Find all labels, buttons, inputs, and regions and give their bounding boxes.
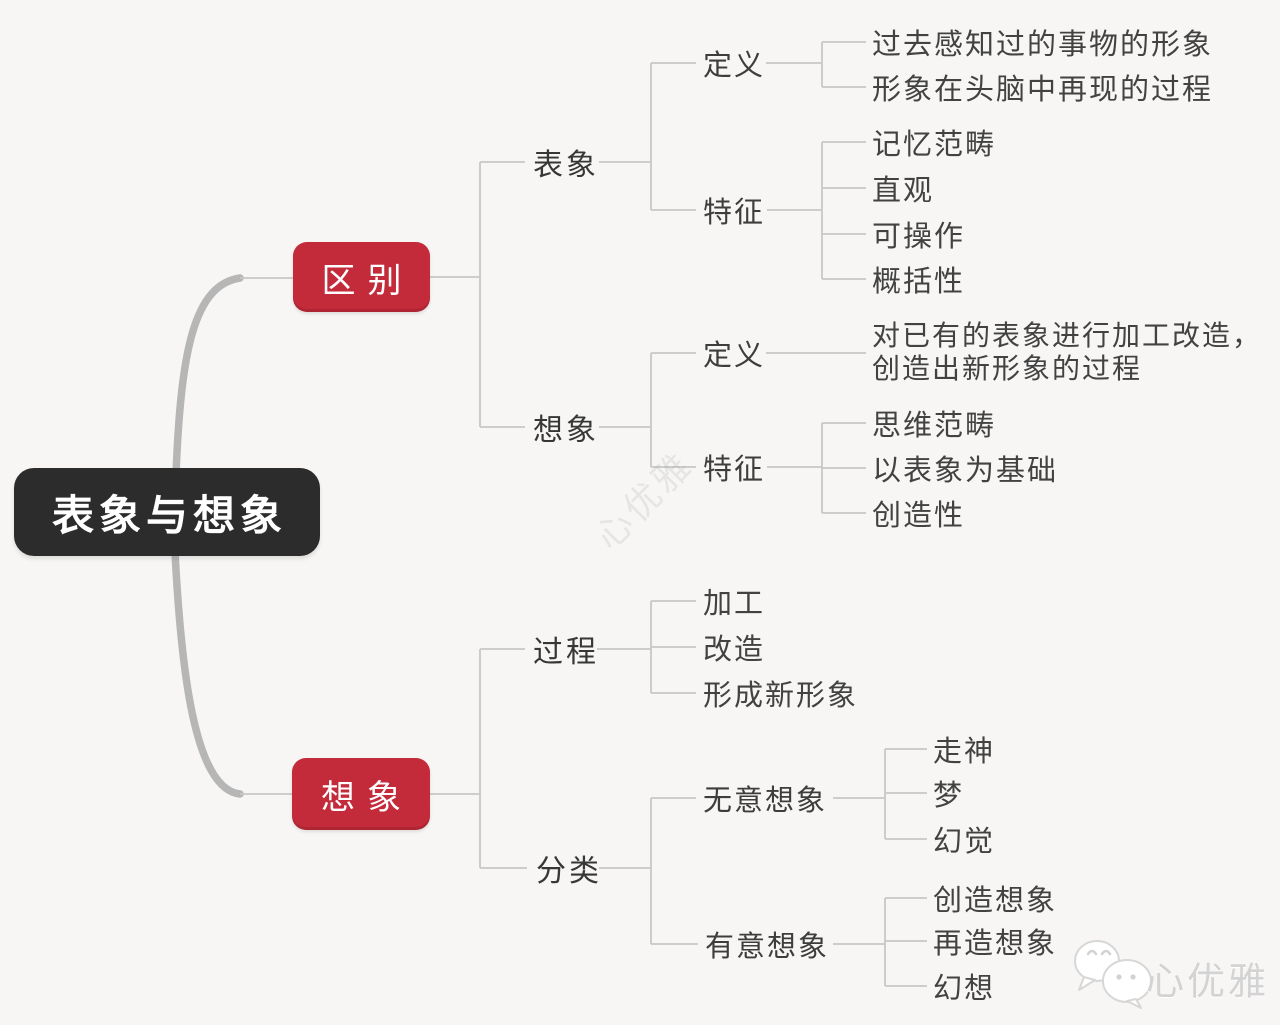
bracket-classification: [599, 797, 698, 945]
bracket-representation: [599, 62, 696, 211]
leaf-fantasy[interactable]: 幻想: [933, 973, 996, 1005]
topic-features-1[interactable]: 特征: [703, 197, 766, 229]
leaf-reappear-process[interactable]: 形象在头脑中再现的过程: [872, 74, 1214, 106]
leaf-imagination-definition[interactable]: 对已有的表象进行加工改造，创造出新形象的过程: [872, 321, 1263, 385]
chat-bubbles-icon: [1074, 940, 1152, 1009]
topic-unintentional-imagination[interactable]: 无意想象: [703, 785, 828, 817]
leaf-intuitive[interactable]: 直观: [872, 175, 935, 207]
root-node-label: 表象与想象: [51, 493, 287, 540]
bracket-imagination-sub: [599, 352, 696, 468]
footer-watermark-text: 心优雅: [1146, 961, 1270, 1004]
leaf-operable[interactable]: 可操作: [872, 221, 966, 253]
leaf-past-perceived-image[interactable]: 过去感知过的事物的形象: [872, 29, 1214, 61]
leaf-processing[interactable]: 加工: [703, 588, 766, 620]
leaf-dream[interactable]: 梦: [933, 780, 965, 812]
bracket-features-2: [767, 422, 866, 514]
root-node[interactable]: 表象与想象: [14, 468, 320, 556]
topic-definition-2[interactable]: 定义: [703, 340, 766, 372]
leaf-generality[interactable]: 概括性: [872, 266, 966, 298]
leaf-form-new-image[interactable]: 形成新形象: [703, 680, 859, 712]
bracket-unintentional: [833, 748, 927, 840]
topic-definition-1[interactable]: 定义: [703, 50, 766, 82]
distinction-branch-label: 区别: [321, 262, 414, 300]
bracket-distinction: [430, 161, 525, 428]
topic-representation[interactable]: 表象: [533, 149, 599, 182]
leaf-reproductive-imagination[interactable]: 再造想象: [933, 928, 1058, 960]
leaf-mind-wandering[interactable]: 走神: [933, 736, 996, 768]
leaf-creative-imagination[interactable]: 创造想象: [933, 885, 1058, 917]
topic-intentional-imagination[interactable]: 有意想象: [705, 931, 830, 963]
leaf-creativity[interactable]: 创造性: [872, 500, 966, 532]
topic-process[interactable]: 过程: [533, 636, 599, 669]
imagination-branch-label: 想象: [321, 779, 413, 817]
bracket-definition-1: [766, 41, 866, 88]
topic-features-2[interactable]: 特征: [703, 454, 766, 486]
bracket-features-1: [767, 141, 866, 280]
distinction-branch-node[interactable]: 区别: [293, 242, 430, 312]
leaf-memory-category[interactable]: 记忆范畴: [872, 129, 997, 161]
bracket-imagination-main: [430, 648, 527, 869]
topic-classification[interactable]: 分类: [536, 855, 602, 888]
branch-curve-bottom: [171, 548, 244, 798]
branch-curve-top: [172, 274, 244, 478]
leaf-based-on-representation[interactable]: 以表象为基础: [872, 455, 1059, 487]
bracket-process: [597, 600, 696, 694]
topic-imagination-sub[interactable]: 想象: [533, 414, 599, 447]
leaf-hallucination[interactable]: 幻觉: [933, 826, 996, 858]
imagination-branch-node[interactable]: 想象: [292, 758, 430, 830]
bracket-intentional: [833, 897, 927, 987]
leaf-thinking-category[interactable]: 思维范畴: [872, 410, 997, 442]
leaf-transforming[interactable]: 改造: [703, 634, 766, 666]
